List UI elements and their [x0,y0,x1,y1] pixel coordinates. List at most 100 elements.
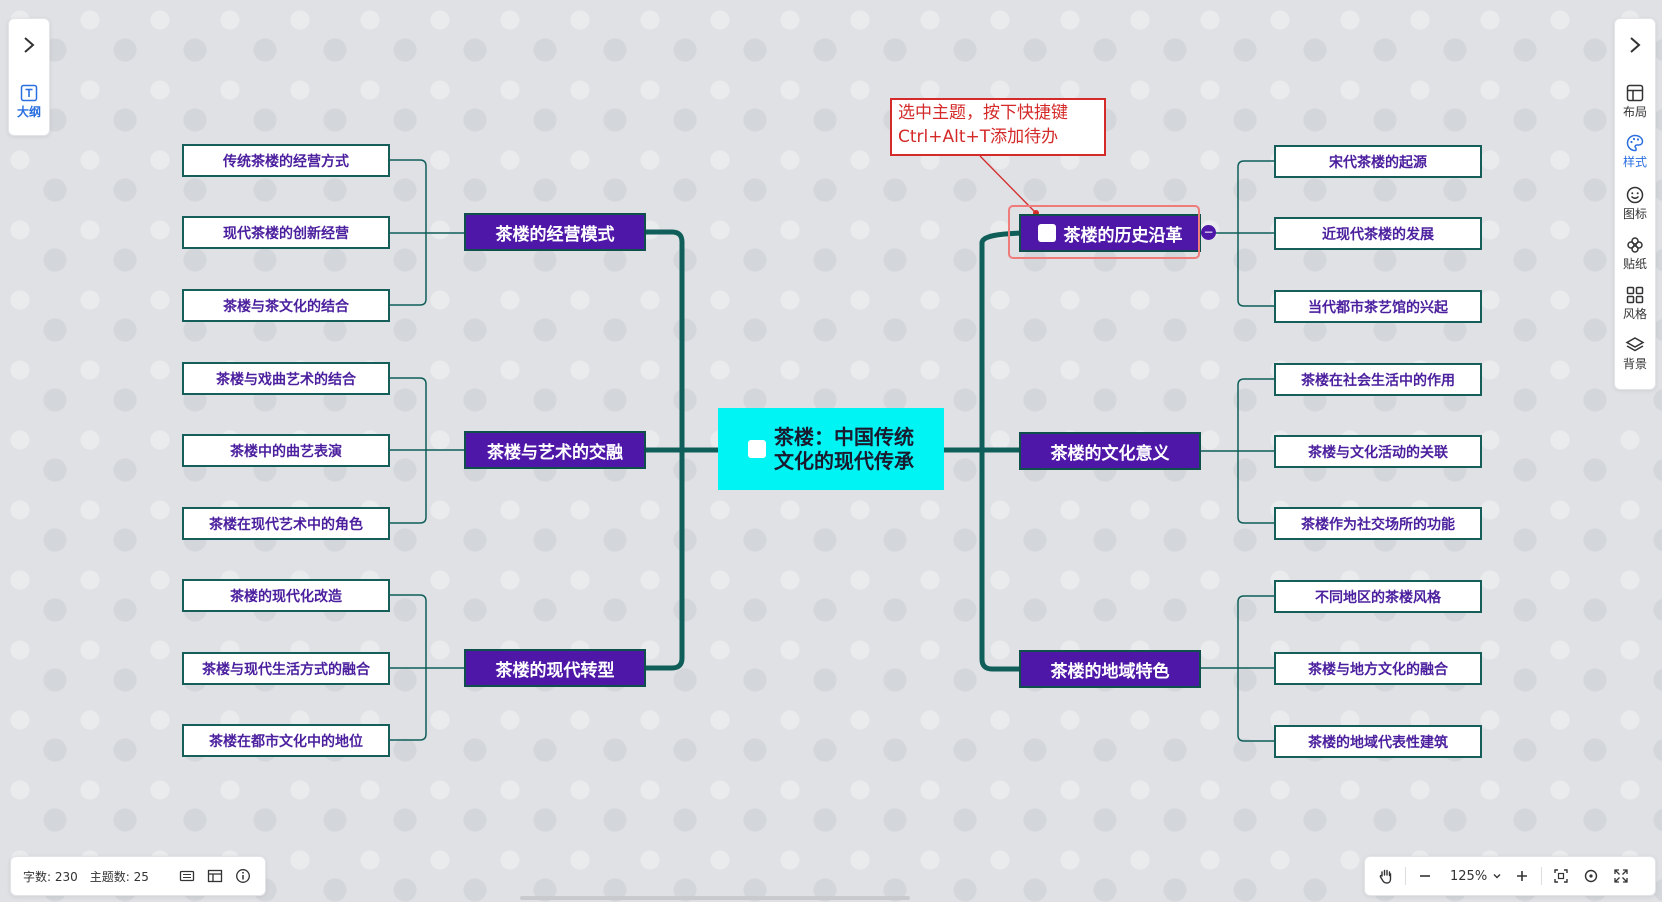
right-trunk-line [944,230,1057,672]
right-leaf-connector-1 [1201,378,1274,524]
left-leaf-connector-0 [390,159,464,306]
leaf-topic[interactable]: 茶楼与茶文化的结合 [182,289,390,322]
leaf-topic[interactable]: 茶楼的地域代表性建筑 [1274,725,1482,758]
theme-grid-icon [1626,286,1644,304]
leaf-label: 茶楼与现代生活方式的融合 [202,661,370,678]
tool-label: 贴纸 [1622,257,1647,271]
leaf-topic[interactable]: 茶楼与戏曲艺术的结合 [182,362,390,395]
branch-business-model[interactable]: 茶楼的经营模式 [464,213,646,251]
leaf-topic[interactable]: 茶楼在都市文化中的地位 [182,724,390,757]
branch-label: 茶楼的地域特色 [1050,661,1170,682]
leaf-label: 近现代茶楼的发展 [1322,226,1434,243]
outline-icon [20,84,38,102]
branch-history[interactable]: 茶楼的历史沿革 [1019,214,1201,252]
leaf-topic[interactable]: 茶楼作为社交场所的功能 [1274,507,1482,540]
leaf-label: 茶楼与茶文化的结合 [223,298,349,315]
branch-art-fusion[interactable]: 茶楼与艺术的交融 [464,431,646,469]
zoom-out-icon[interactable] [1410,861,1440,891]
tooltip-line1: 选中主题，按下快捷键 [898,103,1068,123]
zoom-toolbar: 125% [1364,856,1656,896]
leaf-label: 茶楼的现代化改造 [230,588,342,605]
tooltip-line2: Ctrl+Alt+T添加待办 [898,127,1059,147]
fullscreen-icon[interactable] [1606,861,1636,891]
leaf-label: 茶楼与地方文化的融合 [1308,661,1448,678]
tool-label: 图标 [1622,207,1647,221]
left-leaf-connector-2 [390,594,464,741]
leaf-topic[interactable]: 茶楼与地方文化的融合 [1274,652,1482,685]
topic-count: 主题数: 25 [89,869,149,884]
style-palette-icon [1626,134,1644,152]
todo-checkbox[interactable] [748,440,766,458]
outline-button[interactable]: 大纲 [9,83,49,119]
collapse-toggle[interactable]: − [1201,225,1216,240]
central-topic-line1: 茶楼：中国传统 [774,425,914,449]
leaf-label: 茶楼与文化活动的关联 [1308,444,1448,461]
left-panel: 大纲 [8,18,50,136]
central-topic-line2: 文化的现代传承 [774,449,914,473]
right-leaf-connector-2 [1201,595,1274,742]
leaf-topic[interactable]: 不同地区的茶楼风格 [1274,580,1482,613]
branch-label: 茶楼的经营模式 [495,224,615,245]
keyboard-icon[interactable] [179,868,195,884]
zoom-dropdown-chevron-icon[interactable] [1487,861,1507,891]
zoom-level[interactable]: 125% [1450,868,1488,884]
central-topic[interactable]: 茶楼：中国传统 文化的现代传承 [718,408,944,490]
branch-cultural-meaning[interactable]: 茶楼的文化意义 [1019,432,1201,470]
left-trunk-line [646,229,718,671]
leaf-label: 现代茶楼的创新经营 [223,225,349,242]
status-bar: 字数: 230 主题数: 25 [10,856,266,896]
tool-background[interactable]: 背景 [1615,335,1655,371]
leaf-topic[interactable]: 茶楼在社会生活中的作用 [1274,363,1482,396]
zoom-in-icon[interactable] [1507,861,1537,891]
sticker-icon [1627,237,1643,253]
leaf-label: 茶楼在都市文化中的地位 [209,733,363,750]
leaf-label: 茶楼在现代艺术中的角色 [209,516,363,533]
tool-theme[interactable]: 风格 [1615,285,1655,321]
tool-sticker[interactable]: 贴纸 [1615,235,1655,271]
tool-label: 布局 [1622,105,1647,119]
branch-regional-features[interactable]: 茶楼的地域特色 [1019,650,1201,688]
shortcut-tooltip: 选中主题，按下快捷键 Ctrl+Alt+T添加待办 [890,98,1106,156]
leaf-label: 茶楼与戏曲艺术的结合 [216,371,356,388]
tool-icon[interactable]: 图标 [1615,185,1655,221]
leaf-label: 茶楼作为社交场所的功能 [1301,516,1455,533]
leaf-label: 茶楼中的曲艺表演 [230,443,342,460]
leaf-topic[interactable]: 茶楼的现代化改造 [182,579,390,612]
branch-label: 茶楼的历史沿革 [1063,225,1183,246]
tool-label: 风格 [1622,307,1647,321]
horizontal-scrollbar[interactable] [520,896,910,900]
outline-label: 大纲 [16,105,41,119]
leaf-topic[interactable]: 传统茶楼的经营方式 [182,144,390,177]
leaf-topic[interactable]: 近现代茶楼的发展 [1274,217,1482,250]
locate-center-icon[interactable] [1576,861,1606,891]
info-icon[interactable] [235,868,251,884]
leaf-label: 不同地区的茶楼风格 [1315,589,1441,606]
minimap-icon[interactable] [207,868,223,884]
expand-right-chevron-icon[interactable] [1615,25,1655,65]
branch-label: 茶楼的文化意义 [1050,443,1170,464]
expand-left-chevron-icon[interactable] [9,25,49,65]
selection-highlight [1008,205,1200,259]
hand-pan-icon[interactable] [1371,861,1401,891]
leaf-topic[interactable]: 当代都市茶艺馆的兴起 [1274,290,1482,323]
right-toolbar: 布局 样式 图标 贴纸 风格 背景 [1614,18,1656,390]
layout-icon [1626,84,1644,102]
tool-label: 样式 [1622,155,1647,169]
leaf-topic[interactable]: 茶楼在现代艺术中的角色 [182,507,390,540]
leaf-topic[interactable]: 茶楼与文化活动的关联 [1274,435,1482,468]
fit-screen-icon[interactable] [1546,861,1576,891]
todo-checkbox[interactable] [1037,224,1056,242]
tool-label: 背景 [1622,357,1647,371]
left-leaf-connector-1 [390,377,464,524]
word-count: 字数: 230 [23,869,78,884]
leaf-topic[interactable]: 茶楼与现代生活方式的融合 [182,652,390,685]
tool-layout[interactable]: 布局 [1615,83,1655,119]
branch-modern-transformation[interactable]: 茶楼的现代转型 [464,649,646,687]
branch-label: 茶楼与艺术的交融 [487,442,623,463]
leaf-topic[interactable]: 宋代茶楼的起源 [1274,145,1482,178]
leaf-topic[interactable]: 现代茶楼的创新经营 [182,216,390,249]
leaf-label: 当代都市茶艺馆的兴起 [1308,299,1448,316]
layers-icon [1625,337,1645,352]
leaf-topic[interactable]: 茶楼中的曲艺表演 [182,434,390,467]
tool-style[interactable]: 样式 [1615,133,1655,169]
